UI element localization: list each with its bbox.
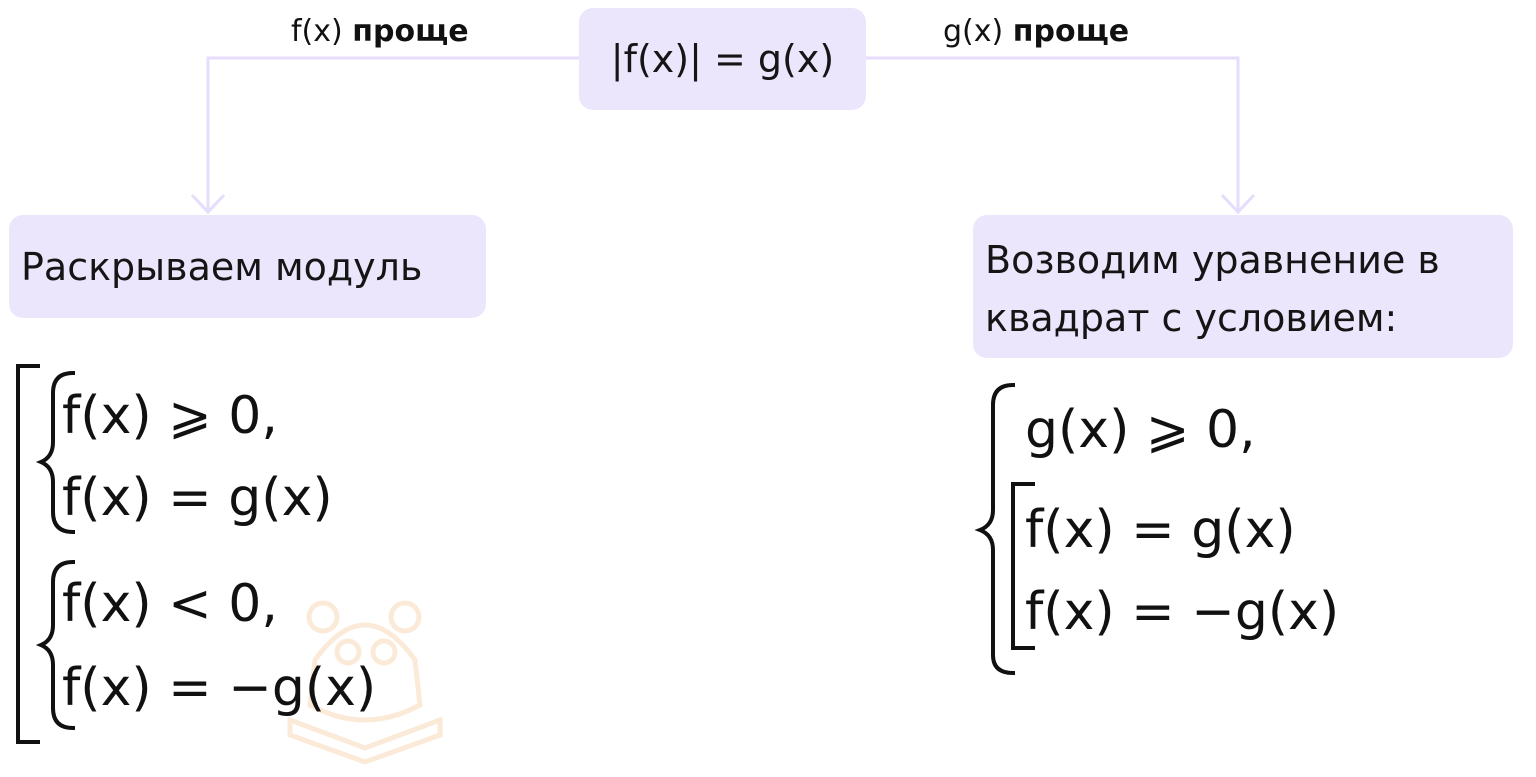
edge-label-left-expr: f(x) — [291, 14, 343, 49]
edge-label-right-expr: g(x) — [943, 14, 1004, 49]
connector-to-left — [206, 56, 579, 212]
root-node: |f(x)| = g(x) — [579, 8, 866, 110]
connector-to-right — [866, 56, 1240, 212]
right-system-condition: g(x) ⩾ 0, — [1025, 400, 1256, 460]
left-node-text: Раскрываем модуль — [21, 244, 423, 289]
left-system-line-2: f(x) = g(x) — [62, 468, 333, 528]
left-system-line-3: f(x) < 0, — [62, 574, 278, 634]
arrowhead-right-icon — [1220, 193, 1256, 215]
edge-label-left: f(x) проще — [291, 14, 469, 49]
left-node: Раскрываем модуль — [9, 215, 486, 318]
right-system-case-1: f(x) = g(x) — [1025, 500, 1296, 560]
edge-label-left-word: проще — [352, 14, 469, 49]
right-node-line-2: квадрат с условием: — [985, 296, 1398, 340]
edge-label-right: g(x) проще — [943, 14, 1129, 49]
right-system-case-2: f(x) = −g(x) — [1025, 582, 1340, 642]
left-system-line-4: f(x) = −g(x) — [62, 658, 377, 718]
root-node-text: |f(x)| = g(x) — [610, 37, 835, 81]
left-system-line-1: f(x) ⩾ 0, — [62, 386, 278, 446]
right-node: Возводим уравнение в квадрат с условием: — [973, 215, 1513, 358]
edge-label-right-word: проще — [1012, 14, 1130, 49]
right-node-line-1: Возводим уравнение в — [985, 238, 1440, 282]
arrowhead-left-icon — [190, 193, 226, 215]
